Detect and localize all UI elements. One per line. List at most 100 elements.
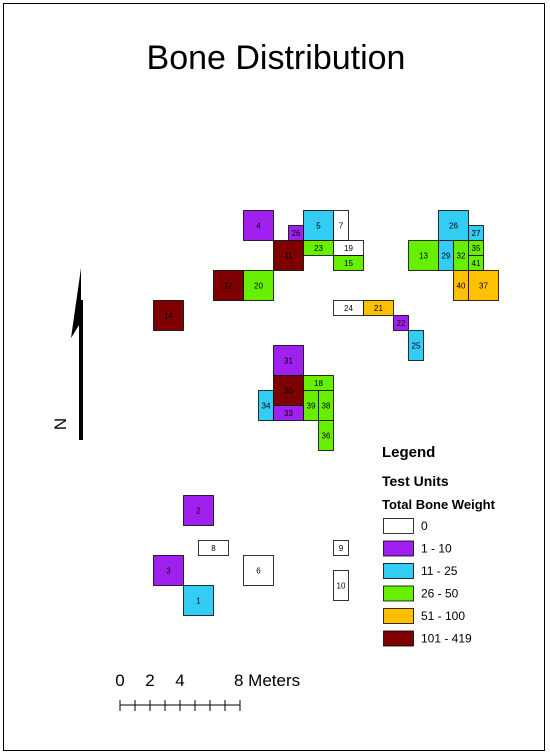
test-unit: 26 — [438, 210, 469, 241]
legend-label: 0 — [421, 519, 428, 533]
scale-label-0: 0 — [115, 671, 124, 690]
legend-swatch — [383, 585, 414, 602]
test-unit: 1 — [183, 585, 214, 616]
test-unit: 24 — [333, 300, 364, 316]
test-unit-label: 37 — [479, 282, 488, 291]
legend-subtitle: Test Units — [382, 473, 449, 489]
test-unit-square — [153, 555, 184, 586]
test-unit: 22 — [393, 315, 409, 331]
test-unit-square — [198, 540, 229, 556]
test-unit-label: 39 — [307, 402, 316, 411]
test-unit-label: 40 — [457, 282, 466, 291]
test-unit-square — [213, 270, 244, 301]
legend-title: Legend — [382, 444, 435, 461]
test-unit-label: 36 — [322, 432, 331, 441]
test-unit: 36 — [318, 420, 334, 451]
test-unit: 20 — [243, 270, 274, 301]
test-unit: 11 — [273, 240, 304, 271]
test-unit-square — [243, 210, 274, 241]
test-unit-square — [183, 495, 214, 526]
test-unit-label: 1 — [196, 597, 201, 606]
legend-swatch — [383, 540, 414, 557]
test-unit: 35 — [468, 240, 484, 256]
test-unit: 23 — [303, 240, 334, 256]
test-unit-label: 10 — [337, 582, 346, 591]
test-unit-label: 38 — [322, 402, 331, 411]
north-label: N — [51, 418, 70, 430]
test-unit-square — [273, 240, 304, 271]
test-unit-label: 7 — [339, 222, 344, 231]
test-unit-square — [333, 540, 349, 556]
scale-label-4: 4 — [175, 671, 184, 690]
test-unit-label: 35 — [472, 244, 481, 253]
test-unit: 29 — [438, 240, 454, 271]
scale-label-2: 2 — [145, 671, 154, 690]
test-unit: 34 — [258, 390, 274, 421]
test-unit-label: 34 — [262, 402, 271, 411]
test-unit-label: 22 — [397, 319, 406, 328]
test-unit-square — [153, 300, 184, 331]
test-unit-label: 8 — [211, 544, 216, 553]
legend-label: 51 - 100 — [421, 609, 465, 623]
test-unit-label: 5 — [316, 222, 321, 231]
test-unit-label: 24 — [344, 304, 353, 313]
test-unit-label: 13 — [419, 252, 428, 261]
scale-label-8: 8 Meters — [234, 671, 300, 690]
legend-label: 101 - 419 — [421, 632, 472, 646]
test-unit-label: 19 — [344, 244, 353, 253]
test-unit-label: 30 — [284, 387, 293, 396]
test-unit-label: 9 — [339, 544, 344, 553]
test-unit-square — [393, 315, 409, 331]
test-unit-label: 32 — [457, 252, 466, 261]
scale-bar: 0 2 4 8 Meters — [115, 671, 300, 711]
test-unit: 41 — [468, 255, 484, 271]
map-title: Bone Distribution — [147, 39, 406, 77]
test-unit: 7 — [333, 210, 349, 241]
test-unit: 37 — [468, 270, 499, 301]
north-arrow-head — [71, 268, 81, 338]
legend-label: 1 - 10 — [421, 542, 452, 556]
scale-bar-ticks — [119, 700, 241, 711]
test-unit-square — [183, 585, 214, 616]
test-unit: 39 — [303, 390, 319, 421]
legend-label: 11 - 25 — [421, 564, 458, 578]
test-unit-square — [408, 240, 439, 271]
test-unit-label: 25 — [412, 342, 421, 351]
test-unit-label: 11 — [284, 252, 293, 261]
legend-items: 0 1 - 10 11 - 25 26 - 50 51 - 100 101 - 419 — [383, 518, 472, 647]
test-unit-square — [468, 270, 499, 301]
test-unit-label: 14 — [164, 312, 173, 321]
test-unit-square — [363, 300, 394, 316]
legend-label: 26 - 50 — [421, 587, 459, 601]
test-unit: 25 — [408, 330, 424, 361]
test-unit-label: 33 — [284, 409, 293, 418]
test-unit: 9 — [333, 540, 349, 556]
test-unit: 13 — [408, 240, 439, 271]
legend-swatch — [383, 630, 414, 647]
test-unit-label: 23 — [314, 244, 323, 253]
test-unit-square — [438, 210, 469, 241]
test-unit-label: 2 — [196, 507, 201, 516]
test-unit: 21 — [363, 300, 394, 316]
test-unit-label: 29 — [442, 252, 451, 261]
test-unit: 40 — [453, 270, 469, 301]
test-unit-square — [318, 420, 334, 451]
test-unit: 2 — [183, 495, 214, 526]
test-unit: 4 — [243, 210, 274, 241]
legend-swatch — [383, 608, 414, 624]
test-unit-label: 6 — [256, 567, 261, 576]
test-unit: 18 — [303, 375, 334, 391]
test-unit: 3 — [153, 555, 184, 586]
test-unit-square — [243, 270, 274, 301]
north-arrow: N — [51, 268, 83, 440]
test-unit-label: 4 — [256, 222, 261, 231]
test-unit-label: 12 — [224, 282, 233, 291]
legend-swatch — [383, 518, 414, 534]
test-unit: 8 — [198, 540, 229, 556]
legend: Legend Test Units Total Bone Weight 01 -… — [382, 444, 496, 647]
test-unit-label: 18 — [314, 379, 323, 388]
test-unit-label: 20 — [254, 282, 263, 291]
test-unit: 38 — [318, 390, 334, 421]
